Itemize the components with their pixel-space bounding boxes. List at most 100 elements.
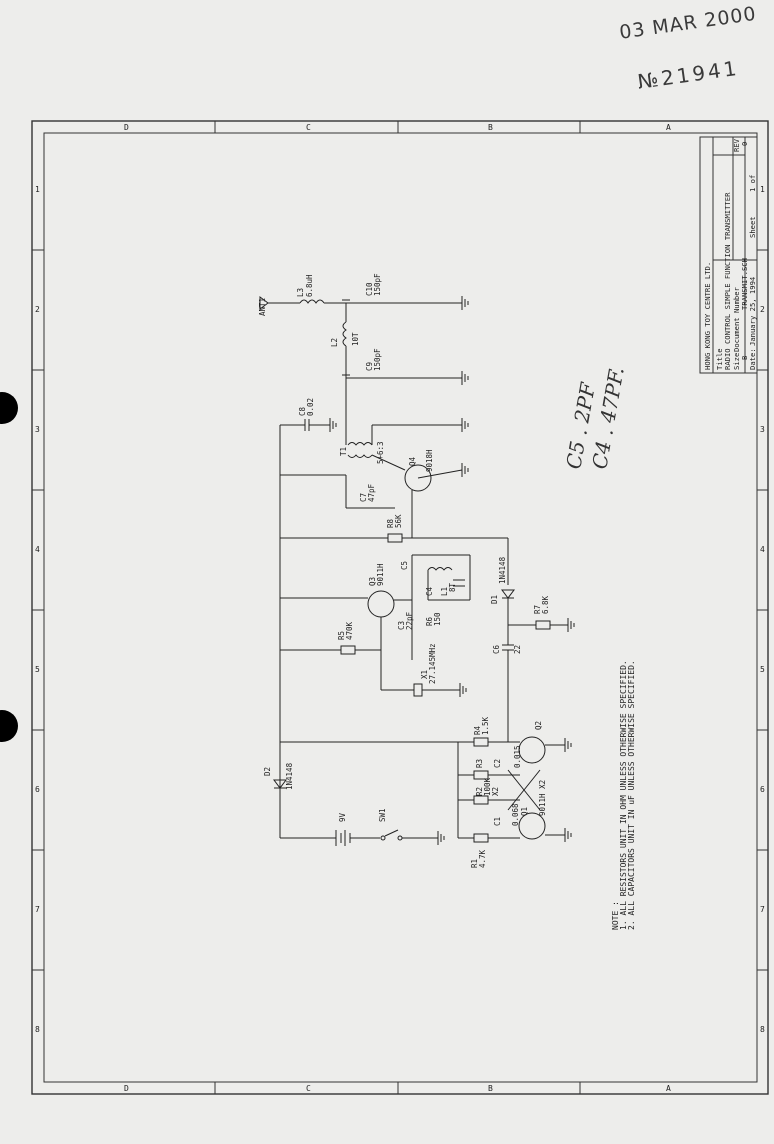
ground-10 — [437, 831, 445, 845]
title-block-doc-label: Document Number — [732, 286, 741, 352]
title-block-date-label: Date: — [748, 348, 757, 370]
label-q3-value: 9011H — [376, 563, 385, 586]
ground-1 — [461, 296, 469, 310]
zone-right-7: 7 — [760, 905, 765, 914]
title-block-size-label: Size — [732, 353, 741, 370]
label-t1: T1 — [339, 447, 348, 456]
label-r5-value: 470K — [345, 621, 354, 640]
label-l3-value: 6.8uH — [305, 274, 314, 297]
label-r6-value: 150 — [433, 612, 442, 626]
label-x1-value: 27.145MHz — [428, 643, 437, 684]
ground-5 — [461, 463, 469, 477]
ground-3 — [329, 418, 337, 432]
label-l1: L1 — [440, 587, 449, 596]
zone-right-2: 2 — [760, 305, 765, 314]
zone-bottom-C: C — [306, 1084, 311, 1093]
label-c9-value: 150pF — [373, 348, 382, 371]
label-c8: C8 — [298, 406, 307, 416]
label-t1-value: 5+6:3 — [376, 441, 385, 464]
label-r8-value: 56K — [394, 514, 403, 528]
zone-left-3: 3 — [35, 425, 40, 434]
punch-hole-bottom — [0, 710, 18, 742]
label-r1: R1 — [470, 859, 479, 868]
ground-2 — [461, 371, 469, 385]
zone-left-8: 8 — [35, 1025, 40, 1034]
label-d2: D2 — [263, 767, 272, 776]
label-c7: C7 — [359, 493, 368, 502]
label-q4: Q4 — [408, 456, 417, 466]
ground-7 — [459, 683, 467, 697]
zone-bottom-B: B — [488, 1084, 493, 1093]
label-d1-value: 1N4148 — [498, 556, 507, 584]
title-block-title: RADIO CONTROL SIMPLE FUNCTION TRANSMITTE… — [723, 192, 732, 370]
label-c6: C6 — [492, 644, 501, 654]
ground-9 — [564, 828, 572, 842]
zone-left-4: 4 — [35, 545, 40, 554]
label-c1-value: 0.068 — [511, 803, 520, 826]
title-block-sheet-label: Sheet — [748, 216, 757, 238]
label-r1-value: 4.7K — [478, 849, 487, 868]
antenna-icon — [259, 296, 269, 310]
label-r6: R6 — [425, 616, 434, 626]
label-c10-value: 150pF — [373, 273, 382, 296]
label-c10: C10 — [365, 282, 374, 296]
title-block-doc-number: TRANSMIT.SCH — [740, 258, 749, 310]
label-q1-value: 9011H X2 — [538, 780, 547, 816]
label-c1: C1 — [493, 817, 502, 826]
zone-left-7: 7 — [35, 905, 40, 914]
label-c2: C2 — [493, 759, 502, 768]
label-r7-value: 6.8K — [541, 595, 550, 614]
zone-left-6: 6 — [35, 785, 40, 794]
inner-border — [43, 132, 758, 1083]
zone-bottom-A: A — [666, 1084, 671, 1093]
label-ant1: ANT1 — [258, 298, 267, 316]
label-c5: C5 — [400, 561, 409, 570]
label-c3-value: 22pF — [405, 611, 414, 630]
label-c8-value: 0.02 — [306, 398, 315, 416]
ground-8 — [564, 738, 572, 752]
zone-bottom-D: D — [124, 1084, 129, 1093]
label-l3: L3 — [296, 288, 305, 297]
label-r2-value: 100K — [483, 777, 492, 796]
zone-right-1: 1 — [760, 185, 765, 194]
ground-4 — [461, 418, 469, 432]
label-c6-value: 22 — [513, 645, 522, 654]
label-r8: R8 — [386, 518, 395, 528]
label-x1: X1 — [420, 670, 429, 679]
zone-left-2: 2 — [35, 305, 40, 314]
label-r2-multiplier: X2 — [491, 787, 500, 796]
punch-hole-top — [0, 392, 18, 424]
outer-border — [31, 120, 769, 1095]
title-block-company: HONG KONG TOY CENTRE LTD. — [703, 262, 712, 370]
title-block-sheet: 1 of — [748, 175, 757, 192]
label-d1: D1 — [490, 595, 499, 604]
ground-6 — [567, 618, 575, 632]
notes-heading: NOTE : — [611, 901, 620, 930]
label-c3: C3 — [397, 621, 406, 630]
label-l2: L2 — [330, 338, 339, 347]
title-block-rev: 0 — [740, 142, 749, 146]
label-c2-value: 0.015 — [513, 745, 522, 768]
notes: NOTE : 1. ALL RESISTORS UNIT IN OHM UNLE… — [611, 660, 636, 930]
label-d2-value: 1N4148 — [285, 762, 294, 790]
label-q2: Q2 — [534, 721, 543, 730]
title-block-size: B — [740, 356, 749, 360]
label-q1: Q1 — [520, 807, 529, 816]
ground-symbols — [329, 296, 575, 845]
label-r2: R2 — [475, 787, 484, 796]
label-r4: R4 — [473, 725, 482, 735]
zone-left-5: 5 — [35, 665, 40, 674]
zone-top-A: A — [666, 123, 671, 132]
zone-right-6: 6 — [760, 785, 765, 794]
label-c9: C9 — [365, 362, 374, 371]
label-r3: R3 — [475, 759, 484, 768]
label-r4-value: 1.5K — [481, 716, 490, 735]
title-block-rev-label: REV — [732, 138, 741, 152]
label-l1-value: 8T — [448, 582, 457, 592]
title-block-date: January 25, 1994 — [748, 277, 757, 346]
label-q3: Q3 — [368, 577, 377, 586]
label-q4-value: 9018H — [425, 449, 434, 472]
zone-top-B: B — [488, 123, 493, 132]
